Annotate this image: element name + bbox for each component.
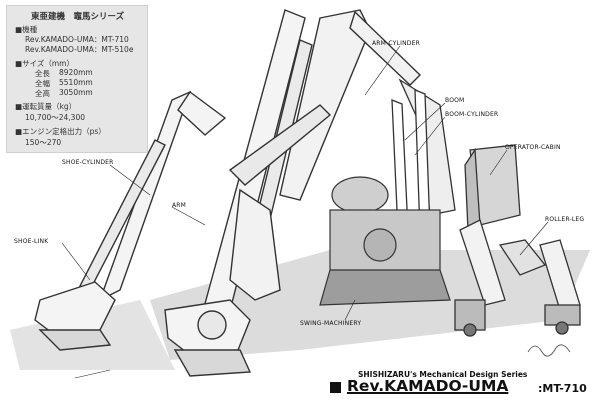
callout-swing-machinery: SWING-MACHINERY — [300, 320, 362, 327]
mass-value: 10,700〜24,300 — [25, 113, 85, 122]
title-bullet — [330, 382, 341, 393]
callout-boom: BOOM — [445, 97, 465, 104]
front-left-leg — [34, 90, 227, 351]
spec-title: 東亜建機 竈馬シリーズ — [31, 12, 125, 22]
callout-arm-cylinder: ARM-CYLINDER — [372, 40, 420, 47]
height-label: 全高 — [35, 89, 50, 98]
size-heading: ■サイズ（mm） — [15, 59, 74, 68]
height-value: 3050mm — [59, 88, 93, 97]
callout-lines — [61, 45, 549, 379]
operator-cabin — [464, 144, 521, 231]
product-name: Rev.KAMADO-UMA — [347, 377, 509, 395]
length-value: 8920mm — [59, 68, 93, 77]
model-heading: ■機種 — [15, 25, 38, 34]
power-heading: ■エンジン定格出力（ps） — [15, 127, 106, 136]
callout-operator-cabin: OPERATOR-CABIN — [505, 144, 561, 151]
series-subtitle: SHISHIZARU's Mechanical Design Series — [358, 370, 528, 379]
model-line-2: Rev.KAMADO-UMA：MT-510e — [25, 45, 134, 54]
signature-mark — [527, 344, 571, 357]
width-value: 5510mm — [59, 78, 93, 87]
length-label: 全長 — [35, 69, 50, 78]
callout-roller-leg: ROLLER-LEG — [545, 216, 585, 223]
swing-machinery — [319, 176, 451, 306]
callout-boom-cylinder: BOOM-CYLINDER — [445, 111, 499, 118]
product-model: :MT-710 — [538, 382, 587, 395]
callout-shoe-link: SHOE-LINK — [14, 238, 49, 245]
power-value: 150〜270 — [25, 138, 62, 147]
callout-shoe-cylinder: SHOE-CYLINDER — [62, 159, 114, 166]
width-label: 全幅 — [35, 79, 50, 88]
product-title: Rev.KAMADO-UMA — [347, 377, 508, 395]
callout-arm: ARM — [172, 202, 187, 209]
spec-panel: 東亜建機 竈馬シリーズ ■機種 Rev.KAMADO-UMA：MT-710 Re… — [6, 5, 148, 153]
roller-legs — [454, 219, 581, 337]
model-line-1: Rev.KAMADO-UMA：MT-710 — [25, 35, 129, 44]
mass-heading: ■運転質量（kg） — [15, 102, 77, 111]
main-arm — [228, 9, 421, 301]
